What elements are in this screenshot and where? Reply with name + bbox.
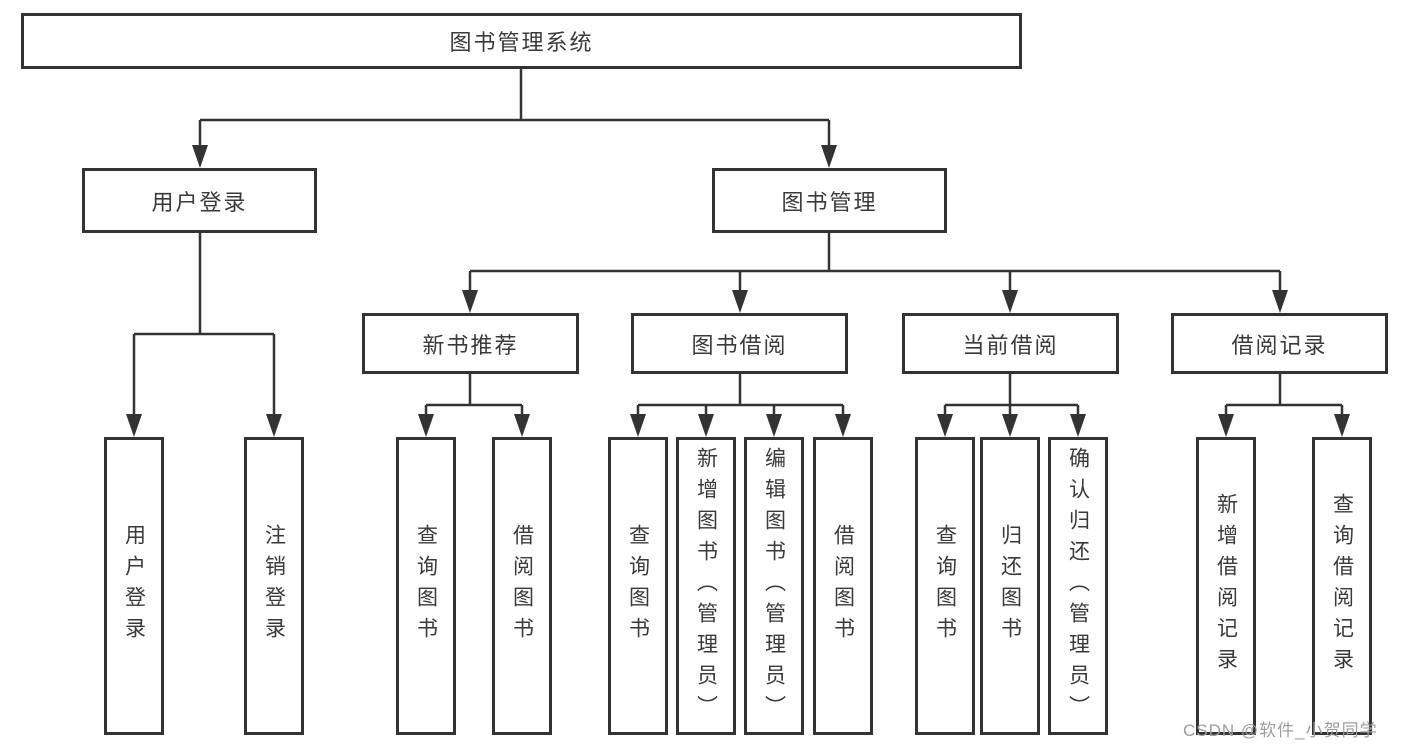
leaf-label: 查询借阅记录 xyxy=(1330,493,1354,679)
leaf-label: 确认归还（管理员） xyxy=(1066,446,1090,726)
leaf-label: 查询图书 xyxy=(414,524,438,648)
connector-root-to-level2 xyxy=(198,68,831,150)
node-label: 借阅记录 xyxy=(1231,332,1328,358)
node-label: 用户登录 xyxy=(151,189,248,215)
leaf-label: 查询图书 xyxy=(933,524,957,648)
leaf-label: 注销登录 xyxy=(262,524,286,648)
leaf-borrow-books: 借阅图书 xyxy=(813,437,873,735)
connector-book-borrow-to-leaves xyxy=(636,374,845,419)
arrowheads xyxy=(126,145,1350,437)
leaf-label: 归还图书 xyxy=(998,524,1022,648)
connector-book-management-to-level3 xyxy=(468,233,1282,295)
node-borrow-records: 借阅记录 xyxy=(1171,313,1388,374)
leaf-label: 借阅图书 xyxy=(510,524,534,648)
leaf-add-borrow-record: 新增借阅记录 xyxy=(1196,437,1256,735)
leaf-label: 编辑图书（管理员） xyxy=(762,446,786,726)
leaf-user-login: 用户登录 xyxy=(104,437,164,735)
leaf-query-books-current: 查询图书 xyxy=(915,437,975,735)
node-label: 图书借阅 xyxy=(691,332,788,358)
connector-current-borrow-to-leaves xyxy=(943,374,1080,419)
watermark: CSDN @软件_小贺同学 xyxy=(1183,721,1378,740)
leaf-edit-books-admin: 编辑图书（管理员） xyxy=(744,437,804,735)
node-current-borrow: 当前借阅 xyxy=(902,313,1119,374)
leaf-query-books-borrow: 查询图书 xyxy=(608,437,668,735)
connector-borrow-records-to-leaves xyxy=(1224,374,1344,419)
node-label: 当前借阅 xyxy=(962,332,1059,358)
node-book-borrow: 图书借阅 xyxy=(631,313,848,374)
leaf-label: 新增图书（管理员） xyxy=(694,446,718,726)
node-label: 图书管理系统 xyxy=(449,30,594,55)
leaf-add-books-admin: 新增图书（管理员） xyxy=(676,437,736,735)
leaf-query-borrow-record: 查询借阅记录 xyxy=(1312,437,1372,735)
node-user-login-branch: 用户登录 xyxy=(82,168,317,233)
connector-new-book-recommend-to-leaves xyxy=(424,374,524,419)
leaf-borrow-books-recommend: 借阅图书 xyxy=(492,437,552,735)
leaf-label: 借阅图书 xyxy=(831,524,855,648)
leaf-label: 查询图书 xyxy=(626,524,650,648)
leaf-confirm-return-admin: 确认归还（管理员） xyxy=(1048,437,1108,735)
leaf-label: 用户登录 xyxy=(122,524,146,648)
leaf-label: 新增借阅记录 xyxy=(1214,493,1238,679)
node-library-management-system: 图书管理系统 xyxy=(21,13,1022,69)
leaf-return-books: 归还图书 xyxy=(980,437,1040,735)
leaf-query-books-recommend: 查询图书 xyxy=(396,437,456,735)
node-label: 新书推荐 xyxy=(422,332,519,358)
node-label: 图书管理 xyxy=(781,189,878,215)
node-book-management-branch: 图书管理 xyxy=(712,168,947,233)
leaf-logout: 注销登录 xyxy=(244,437,304,735)
connector-user-login-to-leaves xyxy=(132,233,276,419)
node-new-book-recommend: 新书推荐 xyxy=(362,313,579,374)
